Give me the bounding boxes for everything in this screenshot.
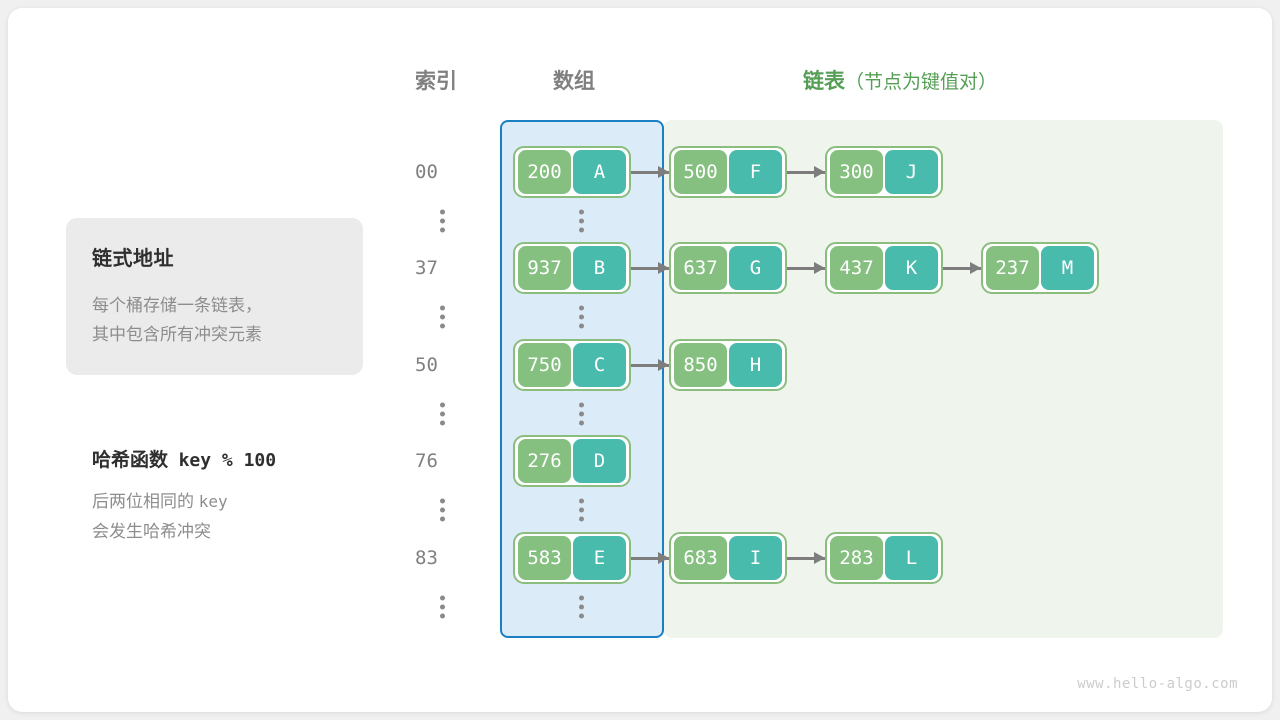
ellipsis-row — [8, 297, 1272, 337]
node-key: 200 — [518, 150, 571, 194]
node-key: 583 — [518, 536, 571, 580]
node-value: A — [573, 150, 626, 194]
chain-arrow-icon — [787, 532, 825, 584]
node-value: I — [729, 536, 782, 580]
index-ellipsis-icon — [440, 402, 445, 426]
hash-desc-line2: 会发生哈希冲突 — [92, 522, 211, 541]
node-value: L — [885, 536, 938, 580]
array-ellipsis-icon — [579, 305, 584, 329]
bucket-index-label: 83 — [415, 547, 438, 569]
info-card-title: 链式地址 — [92, 248, 174, 270]
array-ellipsis-icon — [579, 498, 584, 522]
hash-function-description: 后两位相同的 key 会发生哈希冲突 — [92, 487, 228, 547]
bucket-index-label: 00 — [415, 161, 438, 183]
diagram-card: 索引 数组 链表（节点为键值对） 链式地址 每个桶存储一条链表， 其中包含所有冲… — [8, 8, 1272, 712]
chain-arrow-icon — [631, 532, 669, 584]
ellipsis-row — [8, 490, 1272, 530]
info-card — [66, 218, 363, 375]
column-header-index: 索引 — [415, 70, 457, 93]
node-value: D — [573, 439, 626, 483]
node-key: 750 — [518, 343, 571, 387]
array-ellipsis-icon — [579, 595, 584, 619]
node-key: 937 — [518, 246, 571, 290]
node-value: G — [729, 246, 782, 290]
info-card-description: 每个桶存储一条链表， 其中包含所有冲突元素 — [92, 296, 262, 344]
ellipsis-row — [8, 587, 1272, 627]
linked-list-label: 链表 — [803, 70, 845, 93]
chain-arrow-icon — [787, 242, 825, 294]
node-key: 276 — [518, 439, 571, 483]
node-key: 300 — [830, 150, 883, 194]
ellipsis-row — [8, 394, 1272, 434]
watermark: www.hello-algo.com — [1077, 676, 1238, 692]
hash-function-label: 哈希函数 — [92, 450, 169, 471]
bucket-index-label: 76 — [415, 450, 438, 472]
node-value: C — [573, 343, 626, 387]
hash-desc-line1-key: key — [198, 492, 228, 511]
node-value: E — [573, 536, 626, 580]
node-key: 437 — [830, 246, 883, 290]
linked-list-sublabel: （节点为键值对） — [845, 72, 998, 93]
index-ellipsis-icon — [440, 498, 445, 522]
index-ellipsis-icon — [440, 209, 445, 233]
bucket-index-label: 37 — [415, 257, 438, 279]
index-ellipsis-icon — [440, 305, 445, 329]
node-key: 500 — [674, 150, 727, 194]
chain-arrow-icon — [631, 339, 669, 391]
chain-arrow-icon — [631, 242, 669, 294]
node-value: J — [885, 150, 938, 194]
hash-function-formula: key % 100 — [178, 450, 277, 471]
node-key: 637 — [674, 246, 727, 290]
node-key: 850 — [674, 343, 727, 387]
index-ellipsis-icon — [440, 595, 445, 619]
column-header-array: 数组 — [553, 70, 595, 93]
node-value: B — [573, 246, 626, 290]
node-value: H — [729, 343, 782, 387]
chain-arrow-icon — [943, 242, 981, 294]
bucket-index-label: 50 — [415, 354, 438, 376]
node-key: 683 — [674, 536, 727, 580]
array-ellipsis-icon — [579, 402, 584, 426]
chain-arrow-icon — [631, 146, 669, 198]
node-key: 237 — [986, 246, 1039, 290]
chain-arrow-icon — [787, 146, 825, 198]
column-header-linked-list: 链表（节点为键值对） — [803, 65, 997, 95]
node-value: M — [1041, 246, 1094, 290]
node-value: K — [885, 246, 938, 290]
node-key: 283 — [830, 536, 883, 580]
hash-function-title: 哈希函数 key % 100 — [92, 445, 276, 472]
array-ellipsis-icon — [579, 209, 584, 233]
ellipsis-row — [8, 201, 1272, 241]
node-value: F — [729, 150, 782, 194]
hash-desc-line1-a: 后两位相同的 — [92, 492, 194, 511]
